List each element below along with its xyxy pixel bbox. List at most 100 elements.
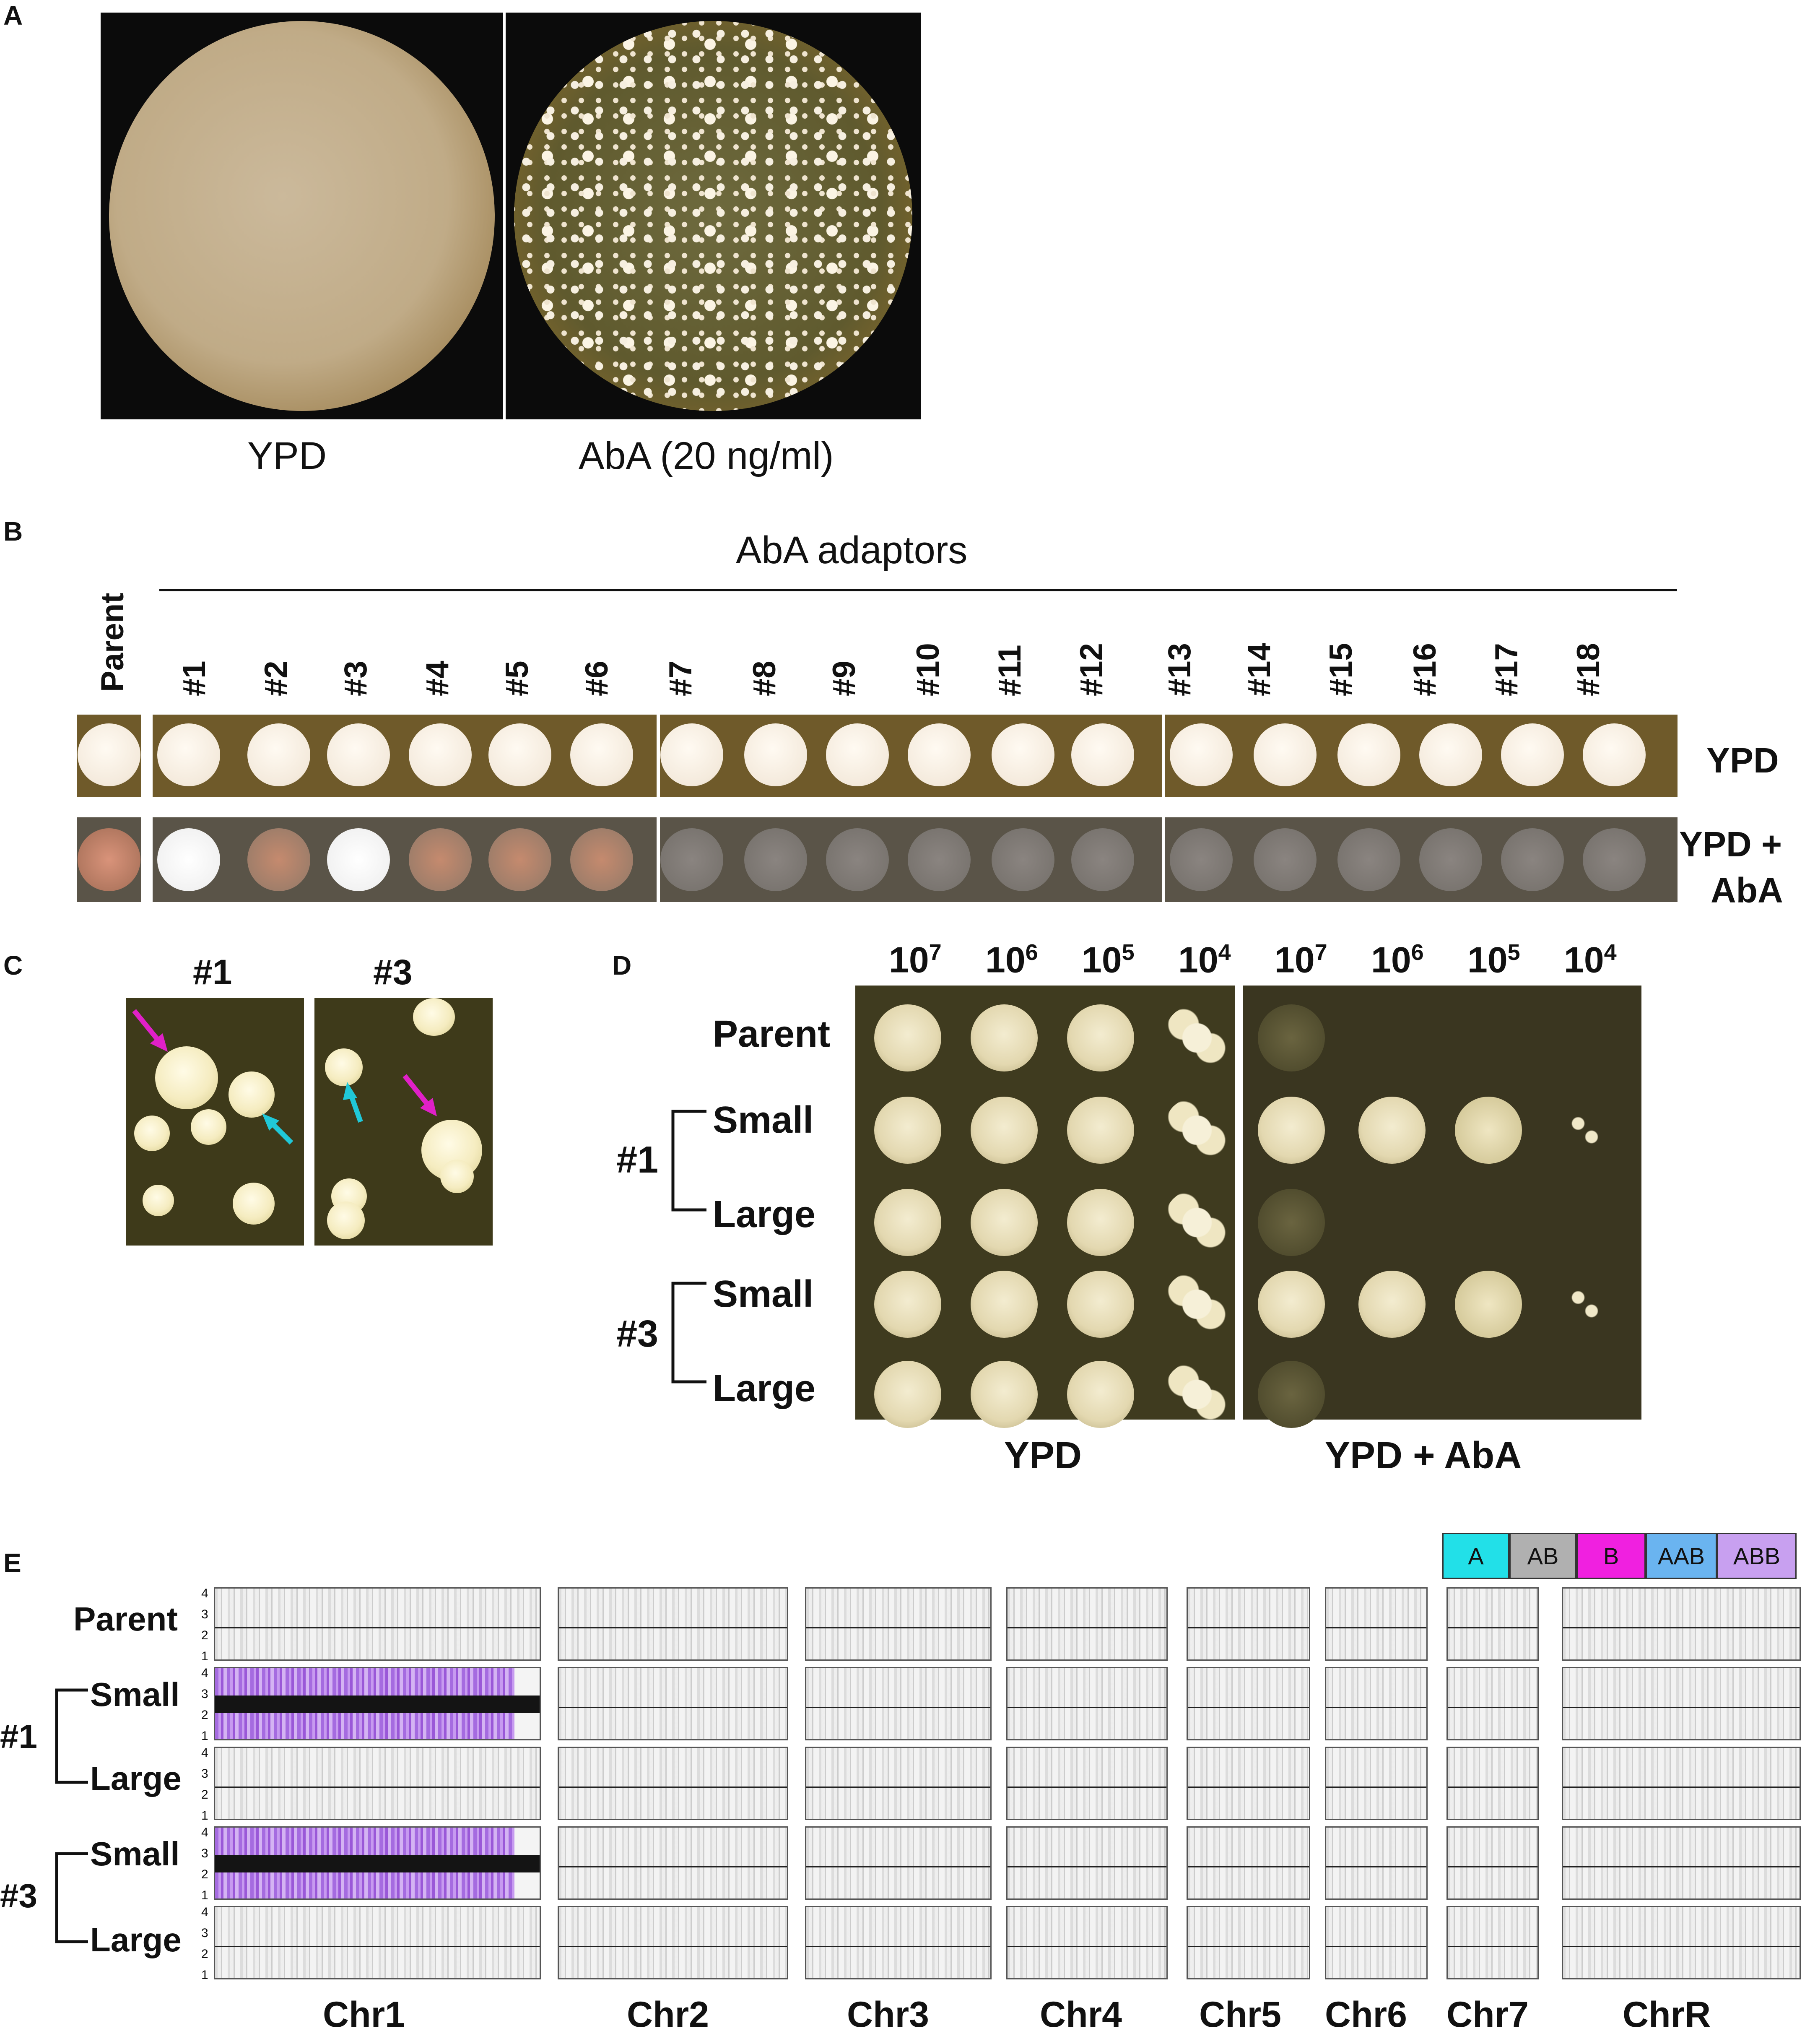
strain-label: #12 [1074, 643, 1109, 696]
chromosome-label: ChrR [1623, 1995, 1711, 2035]
chromosome-track [805, 1667, 992, 1740]
allele-background [1563, 1589, 1800, 1659]
dilution-label: 107 [1275, 939, 1327, 981]
panel-c-left-image [126, 998, 304, 1246]
dilution-spot [971, 1189, 1038, 1256]
chromosome-track [558, 1906, 788, 1979]
aba-row-label-line2: AbA [1711, 871, 1783, 910]
chromosome-track [214, 1747, 541, 1820]
copy-number-trace [1008, 1787, 1166, 1788]
chromosome-track [1187, 1906, 1310, 1979]
chromosome-label: Chr2 [627, 1995, 709, 2035]
colony [233, 1183, 275, 1225]
copy-number-trace [1326, 1627, 1426, 1628]
allele-background [806, 1828, 990, 1898]
aba-spot [908, 828, 971, 891]
aba-spot [1501, 828, 1564, 891]
copy-number-trace [1448, 1627, 1537, 1628]
ypd-spot [1419, 723, 1482, 786]
dilution-spot [1551, 1271, 1618, 1338]
allele-background [1008, 1828, 1166, 1898]
dilution-spot [1163, 1361, 1231, 1428]
allele-background [1326, 1907, 1426, 1978]
panel-b-header: AbA adaptors [736, 529, 968, 572]
colony [134, 1116, 170, 1151]
ypd-spot [908, 723, 971, 786]
copy-number-trace [1448, 1866, 1537, 1867]
strain-label: #17 [1489, 643, 1524, 696]
aba-spot [409, 828, 472, 891]
ypd-spot [1254, 723, 1317, 786]
parent-row-label: Parent [713, 1013, 831, 1055]
copy-number-trace [1563, 1787, 1800, 1788]
axis-tick: 1 [201, 1968, 208, 1982]
e-parent-label: Parent [73, 1600, 178, 1638]
allele-background [215, 1748, 540, 1819]
copy-number-trace [806, 1866, 990, 1867]
dilution-spot [1551, 1004, 1618, 1071]
aba-spot [992, 828, 1054, 891]
e-group1-large-label: Large [90, 1760, 182, 1797]
dilution-spot [1258, 1189, 1325, 1256]
dilution-spot [874, 1361, 941, 1428]
chromosome-track [1325, 1587, 1428, 1661]
copy-number-trace [559, 1627, 787, 1628]
allele-background [1326, 1748, 1426, 1819]
axis-tick: 4 [201, 1666, 208, 1680]
chromosome-track [214, 1826, 541, 1900]
legend-item: AB [1509, 1533, 1576, 1579]
axis-tick: 1 [201, 1809, 208, 1823]
dilution-spot [1455, 1361, 1522, 1428]
strain-label: #13 [1162, 643, 1197, 696]
allele-background [559, 1907, 787, 1978]
strain-label: #7 [663, 661, 699, 696]
dilution-spot [971, 1004, 1038, 1071]
group-brackets [671, 1110, 706, 1383]
strain-label: #4 [420, 661, 455, 696]
dilution-spot [1551, 1097, 1618, 1164]
allele-background [1008, 1748, 1166, 1819]
strain-label: #10 [910, 643, 946, 696]
chromosome-track [1446, 1747, 1539, 1820]
dilution-spot [874, 1004, 941, 1071]
axis-tick: 3 [201, 1767, 208, 1781]
allele-background [1448, 1828, 1537, 1898]
strain-label: #5 [499, 661, 535, 696]
panel-d-letter: D [612, 950, 632, 980]
chromosome-track [1562, 1826, 1801, 1900]
dilution-exponent: 7 [1314, 940, 1327, 965]
dilution-spot [1067, 1004, 1134, 1071]
copy-number-trace [559, 1787, 787, 1788]
copy-number-trace [559, 1946, 787, 1947]
colony [327, 1201, 365, 1239]
strain-label: #16 [1407, 643, 1443, 696]
aba-spot [1337, 828, 1400, 891]
e-group3-large-label: Large [90, 1921, 182, 1958]
chromosome-track [214, 1906, 541, 1979]
allele-background [806, 1668, 990, 1739]
copy-number-trace [1326, 1787, 1426, 1788]
allele-background [806, 1589, 990, 1659]
allele-background [559, 1748, 787, 1819]
chromosome-track [1187, 1747, 1310, 1820]
copy-number-trace [215, 1946, 540, 1947]
copy-number-trace [1008, 1707, 1166, 1708]
strain-label: #1 [177, 661, 212, 696]
copy-number-trace [559, 1866, 787, 1867]
allele-background [215, 1589, 540, 1659]
chromosome-track [1562, 1747, 1801, 1820]
dilution-spot [1551, 1189, 1618, 1256]
chromosome-track [805, 1747, 992, 1820]
dilution-spot [1455, 1004, 1522, 1071]
dilution-spot [971, 1361, 1038, 1428]
dilution-spot [1258, 1271, 1325, 1338]
copy-number-trace [215, 1787, 540, 1788]
copy-number-trace [806, 1946, 990, 1947]
allele-background [1448, 1748, 1537, 1819]
chromosome-label: Chr3 [847, 1995, 929, 2035]
copy-number-trace [1008, 1627, 1166, 1628]
allele-background [559, 1828, 787, 1898]
ypd-spot [570, 723, 633, 786]
